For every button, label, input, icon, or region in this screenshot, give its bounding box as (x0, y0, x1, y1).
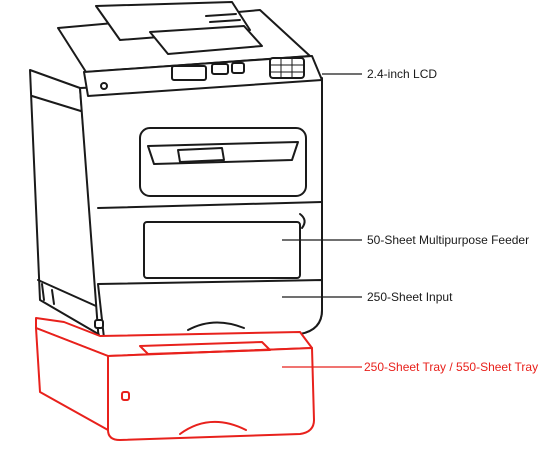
callout-label-input: 250-Sheet Input (367, 290, 453, 304)
panel-button (231, 62, 245, 74)
callout-label-tray: 250-Sheet Tray / 550-Sheet Tray (364, 360, 538, 374)
tray-handle (179, 420, 247, 435)
multipurpose-feeder-door (143, 221, 301, 279)
drawer-indicator (94, 319, 104, 329)
tray-indicator (121, 391, 130, 401)
callout-lines (282, 73, 362, 368)
tray-front-face (107, 347, 315, 441)
tray-slot (139, 341, 271, 355)
side-foot (41, 283, 55, 305)
adf-guide (205, 13, 241, 23)
optional-tray (35, 317, 315, 441)
input-drawer (97, 279, 323, 339)
output-stopper (177, 147, 225, 163)
input-drawer-handle (187, 321, 245, 331)
side-ridge (31, 95, 85, 113)
power-button (100, 82, 108, 90)
keypad-grid (269, 57, 305, 79)
front-seam (97, 201, 323, 209)
side-ridge (37, 279, 97, 307)
printer-body (29, 1, 323, 339)
callout-label-lcd: 2.4-inch LCD (367, 67, 437, 81)
keypad (269, 57, 305, 79)
callout-label-feeder: 50-Sheet Multipurpose Feeder (367, 233, 529, 247)
lcd-screen (171, 65, 207, 81)
feeder-latch (299, 213, 306, 229)
adf-tray (149, 25, 263, 55)
panel-button (211, 63, 229, 75)
tray-side-face (35, 327, 109, 431)
